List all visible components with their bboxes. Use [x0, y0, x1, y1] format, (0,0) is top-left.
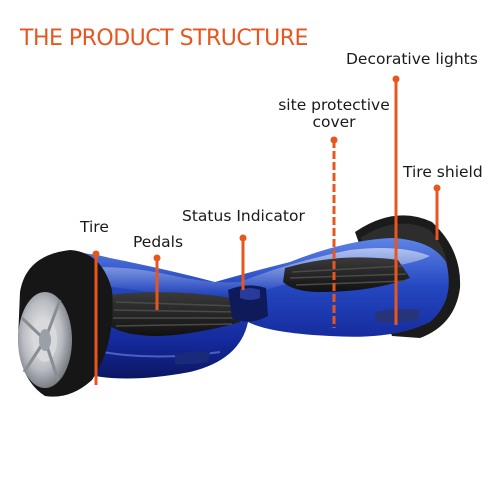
label-status-indicator: Status Indicator — [182, 207, 305, 225]
label-protective-cover-line1: site protective — [278, 96, 390, 114]
pointer-tire — [92, 250, 100, 385]
label-decorative-lights: Decorative lights — [346, 50, 478, 68]
label-protective-cover-line2: cover — [312, 113, 356, 131]
pointer-tire-shield — [433, 184, 441, 240]
pointer-protective-cover — [330, 136, 338, 328]
pointer-decorative-lights — [392, 75, 400, 325]
label-tire-shield: Tire shield — [403, 163, 483, 181]
pointer-status-indicator — [239, 234, 247, 290]
rear-pedal — [283, 257, 410, 292]
front-pedal — [108, 292, 240, 336]
center-connector — [228, 285, 268, 322]
front-tire — [18, 250, 113, 397]
label-protective-cover: site protective cover — [270, 97, 398, 131]
diagram-title: THE PRODUCT STRUCTURE — [20, 26, 308, 51]
label-pedals: Pedals — [133, 233, 184, 251]
label-tire: Tire — [80, 218, 109, 236]
pointer-pedals — [153, 254, 161, 310]
